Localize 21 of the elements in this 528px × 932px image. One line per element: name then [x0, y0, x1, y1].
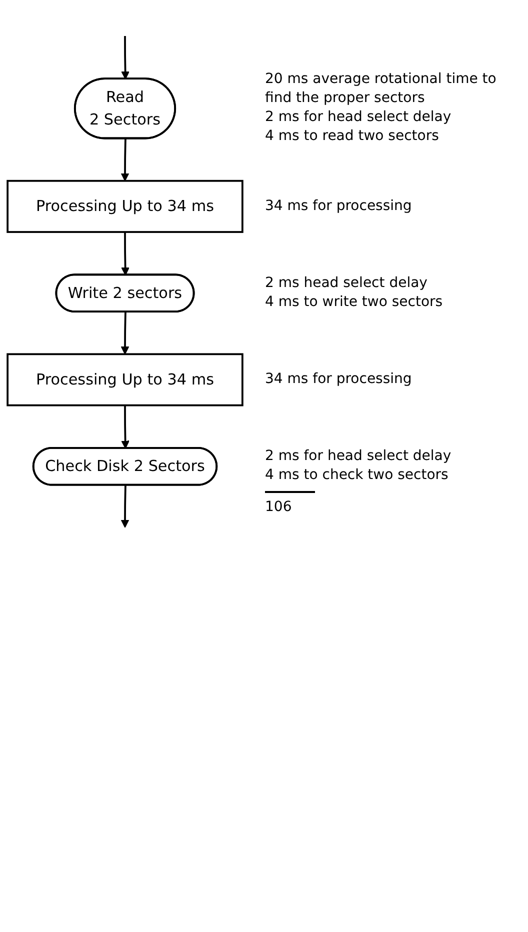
timing-note: 4 ms to check two sectors — [265, 466, 450, 486]
timing-note: 2 ms head select delay — [265, 274, 428, 294]
node-label: Check Disk 2 Sectors — [45, 456, 205, 475]
process-box — [6, 353, 244, 406]
node-label: 2 Sectors — [89, 110, 161, 128]
io-shape — [32, 446, 218, 486]
total-time: 106 — [265, 491, 315, 516]
timing-note: 34 ms for processing — [265, 196, 413, 216]
node-label: Processing Up to 34 ms — [36, 370, 214, 388]
timing-note: 2 ms for head select delay — [265, 447, 452, 466]
timing-note: 20 ms average rotational time to find the proper sectors — [265, 70, 498, 108]
node-label: Read — [106, 88, 144, 106]
io-shape — [55, 274, 195, 312]
timing-note: 2 ms for head select delay — [265, 108, 452, 128]
io-shape — [74, 78, 176, 140]
node-label: Write 2 sectors — [68, 284, 182, 302]
timing-note: 4 ms to read two sectors — [265, 127, 440, 146]
node-label: Processing Up to 34 ms — [36, 196, 214, 215]
process-box — [6, 180, 244, 233]
timing-note: 34 ms for processing — [265, 370, 413, 390]
timing-note: 4 ms to write two sectors — [265, 293, 444, 312]
